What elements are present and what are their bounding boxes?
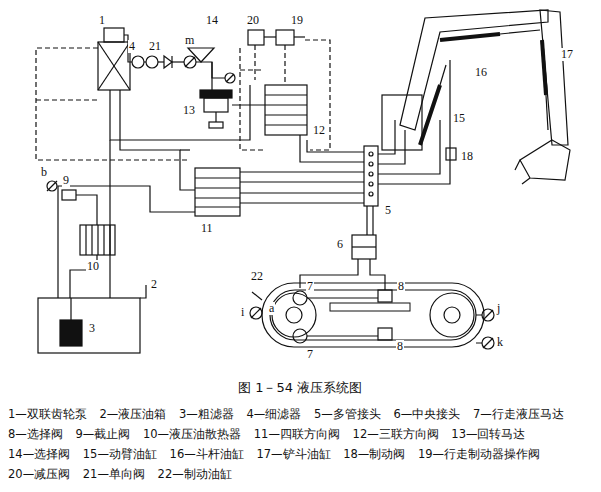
parts-list-item: 1—双联齿轮泵 <box>8 404 87 424</box>
callout-number: 10 <box>86 260 100 273</box>
callout-number: 6 <box>336 238 344 251</box>
parts-list-item: 19—行走制动器操作阀 <box>418 444 540 464</box>
callout-number: 9 <box>62 174 70 187</box>
parts-list-item: 4—细滤器 <box>246 404 301 424</box>
parts-list: 1—双联齿轮泵 2—液压油箱 3—粗滤器 4—细滤器 5—多管接头 6—中央接头… <box>8 404 594 484</box>
parts-list-item: 20—减压阀 <box>8 464 70 484</box>
parts-list-item: 11—四联方向阀 <box>254 424 340 444</box>
parts-list-item: 17—铲斗油缸 <box>256 444 330 464</box>
callout-number: i <box>240 306 245 319</box>
parts-list-item: 7—行走液压马达 <box>473 404 564 424</box>
callout-number: 21 <box>148 40 162 53</box>
callout-number: 16 <box>474 66 488 79</box>
callout-number: 2 <box>150 278 158 291</box>
parts-list-item: 12—三联方向阀 <box>353 424 439 444</box>
parts-list-item: 3—粗滤器 <box>179 404 234 424</box>
callout-number: 20 <box>246 14 260 27</box>
callout-number: 5 <box>384 204 392 217</box>
callout-number: 18 <box>460 150 474 163</box>
parts-list-item: 16—斗杆油缸 <box>170 444 244 464</box>
parts-list-item: 13—回转马达 <box>451 424 525 444</box>
callout-number: a <box>268 302 275 315</box>
callout-number: 13 <box>182 104 196 117</box>
parts-list-item: 21—单向阀 <box>83 464 145 484</box>
parts-list-item: 15—动臂油缸 <box>83 444 157 464</box>
callout-number: m <box>184 34 195 47</box>
parts-list-item: 18—制动阀 <box>343 444 405 464</box>
parts-list-item: 5—多管接头 <box>314 404 381 424</box>
parts-list-item: 14—选择阀 <box>8 444 70 464</box>
parts-list-item: 10—液压油散热器 <box>143 424 241 444</box>
callout-number: 15 <box>452 112 466 125</box>
parts-list-item: 6—中央接头 <box>393 404 460 424</box>
callout-number: 1 <box>98 14 106 27</box>
callout-number: 12 <box>312 124 326 137</box>
callout-number: 8 <box>396 340 404 353</box>
callout-number: b <box>40 166 48 179</box>
callout-number: 7 <box>306 348 314 361</box>
callout-number: 14 <box>205 14 219 27</box>
callout-number: 7 <box>306 280 314 293</box>
callout-number: j <box>496 302 501 315</box>
parts-list-item: 2—液压油箱 <box>99 404 166 424</box>
callout-number: k <box>496 336 504 349</box>
callout-number: 3 <box>88 322 96 335</box>
callout-number: 22 <box>250 270 264 283</box>
figure-caption: 图 1－54 液压系统图 <box>238 380 362 396</box>
callout-number: 11 <box>200 222 214 235</box>
parts-list-item: 8—选择阀 <box>8 424 63 444</box>
callout-number: 19 <box>290 14 304 27</box>
parts-list-item: 9—截止阀 <box>75 424 130 444</box>
callout-number: 8 <box>397 280 405 293</box>
callout-number: 17 <box>560 48 574 61</box>
callout-number: 4 <box>128 40 136 53</box>
parts-list-item: 22—制动油缸 <box>158 464 232 484</box>
